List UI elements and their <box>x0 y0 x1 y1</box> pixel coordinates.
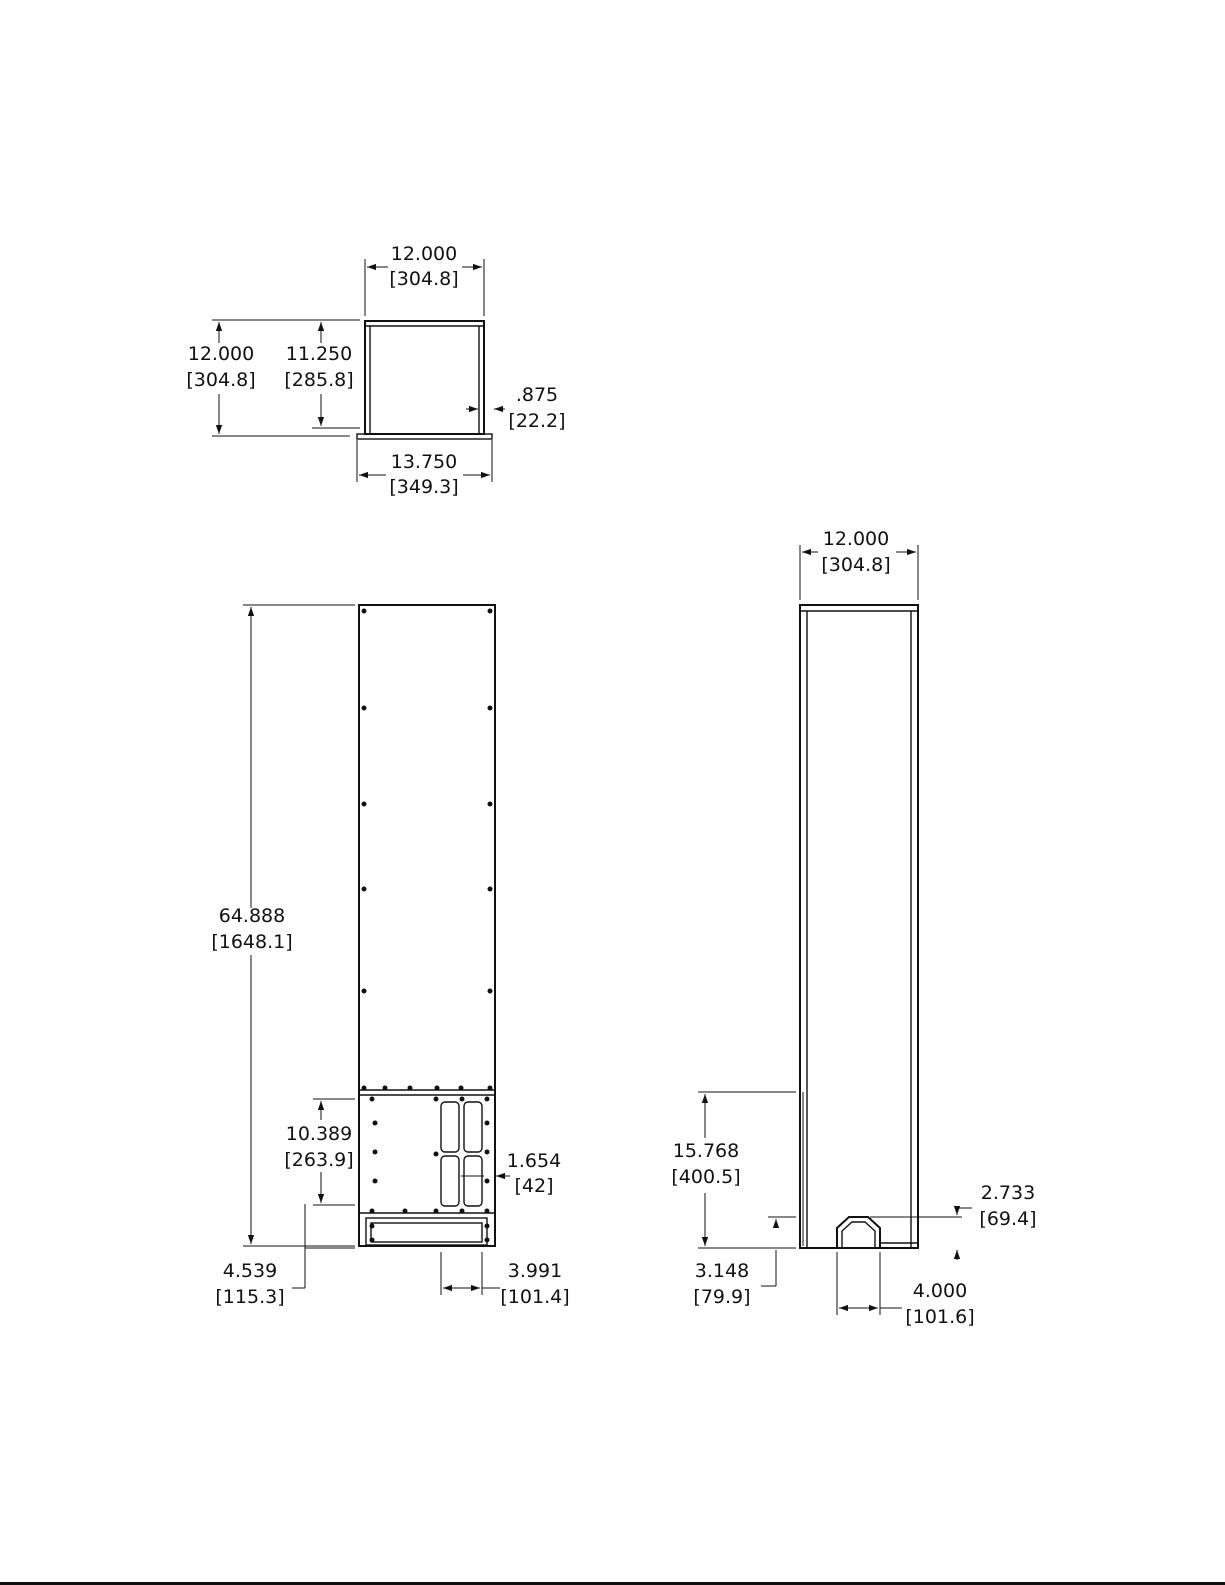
dim-top-width-mm: [304.8] <box>389 268 458 290</box>
dim-front-panel-height-in: 10.389 <box>286 1123 352 1145</box>
front-view-slot <box>441 1102 459 1152</box>
dim-top-inner-depth-in: 11.250 <box>286 343 352 365</box>
dim-side-cutout-height-in: 2.733 <box>981 1182 1035 1204</box>
dim-top-depth-in: 12.000 <box>188 343 254 365</box>
dim-front-height-mm: [1648.1] <box>211 931 292 953</box>
dim-side-cutout-width-in: 4.000 <box>913 1280 967 1302</box>
dim-top-flange-mm: [22.2] <box>508 410 565 432</box>
dim-top-base-width-mm: [349.3] <box>389 476 458 498</box>
dim-side-width-in: 12.000 <box>823 528 889 550</box>
dim-top-inner-depth-mm: [285.8] <box>284 369 353 391</box>
dim-side-width-mm: [304.8] <box>821 554 890 576</box>
dim-side-access-height-in: 15.768 <box>673 1140 739 1162</box>
dim-front-slot-width-in: 1.654 <box>507 1150 561 1172</box>
dim-top-depth-mm: [304.8] <box>186 369 255 391</box>
front-view-slot <box>441 1156 459 1206</box>
dim-front-base-height-in: 4.539 <box>223 1260 277 1282</box>
dim-side-access-height-mm: [400.5] <box>671 1166 740 1188</box>
dim-top-flange-in: .875 <box>516 384 558 406</box>
dim-top-width-in: 12.000 <box>391 243 457 265</box>
side-view-cutout-inner <box>842 1222 875 1248</box>
side-view: 12.000 [304.8] 15.768 [400.5] 2.733 [69.… <box>671 528 1036 1328</box>
front-view-fasteners <box>362 609 493 1243</box>
dim-side-kick-height-mm: [79.9] <box>693 1286 750 1308</box>
front-view-base-plate <box>366 1218 487 1245</box>
dim-front-height-in: 64.888 <box>219 905 285 927</box>
dim-front-panel-height-mm: [263.9] <box>284 1149 353 1171</box>
dim-side-cutout-height-mm: [69.4] <box>979 1208 1036 1230</box>
side-view-cabinet <box>800 605 918 1248</box>
front-view-base-plate-inner <box>371 1223 482 1242</box>
dim-front-slot-width-mm: [42] <box>514 1175 553 1197</box>
dim-side-cutout-width-mm: [101.6] <box>905 1306 974 1328</box>
front-view-slot <box>464 1102 482 1152</box>
front-view-slot <box>464 1156 482 1206</box>
front-view-cabinet <box>359 605 495 1246</box>
dim-front-slot-spacing-mm: [101.4] <box>500 1286 569 1308</box>
dim-front-slot-spacing-in: 3.991 <box>508 1260 562 1282</box>
top-view-body <box>365 321 484 434</box>
dim-front-base-height-mm: [115.3] <box>215 1286 284 1308</box>
dim-side-kick-height-in: 3.148 <box>695 1260 749 1282</box>
top-view: 12.000 [304.8] 12.000 [304.8] 11.250 [28… <box>186 243 565 498</box>
dim-top-base-width-in: 13.750 <box>391 451 457 473</box>
front-view: 64.888 [1648.1] 10.389 [263.9] 1.654 [42… <box>211 605 569 1308</box>
